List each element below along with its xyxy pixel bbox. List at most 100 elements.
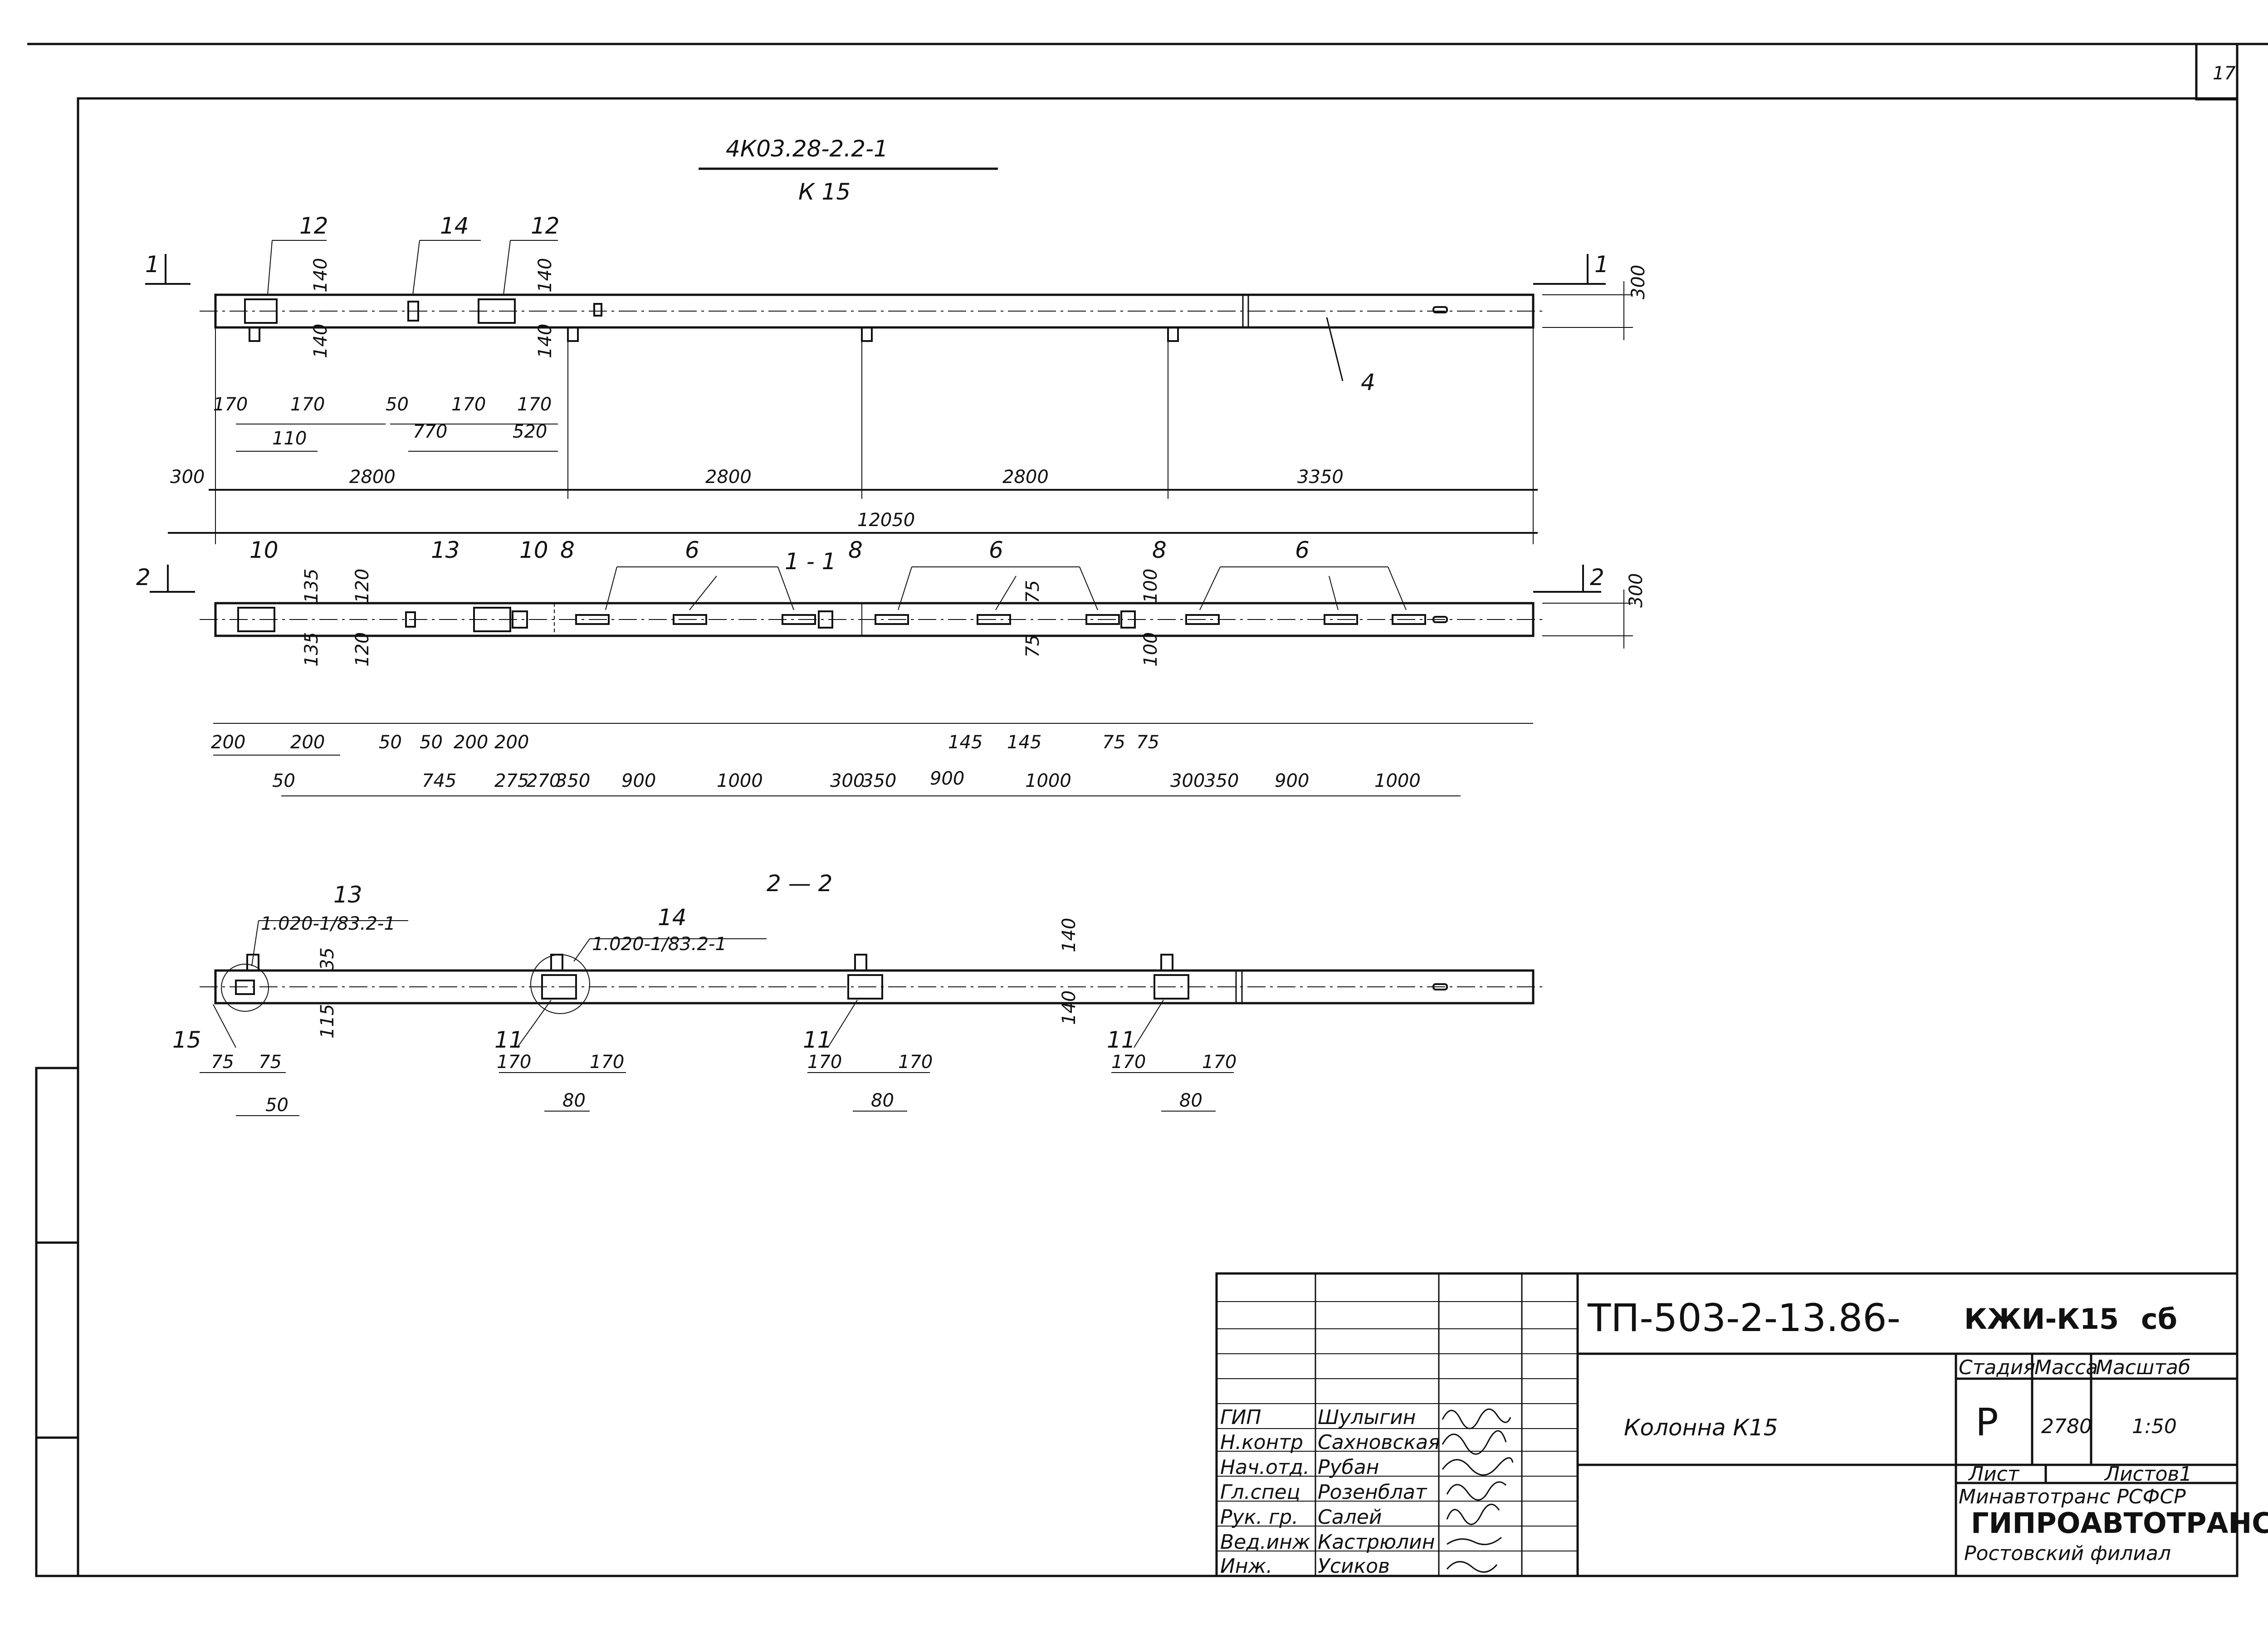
role-name: Розенблат — [1318, 1481, 1427, 1504]
drawing-code: ТП-503-2-13.86- — [1587, 1296, 1901, 1340]
dim: 12050 — [857, 510, 915, 531]
org-ministry: Минавтотранс РСФСР — [1959, 1485, 2186, 1508]
dim: 120 — [352, 632, 373, 667]
dim: 170 — [590, 1052, 624, 1073]
dim: 75 — [211, 1052, 234, 1073]
title-block — [1215, 1272, 2239, 1577]
dim: 145 — [948, 732, 982, 753]
pos-label: 15 — [172, 1027, 201, 1053]
dim: 2800 — [1002, 467, 1049, 488]
role-label: Нач.отд. — [1220, 1456, 1310, 1479]
role-name: Рубан — [1318, 1456, 1379, 1479]
role-name: Шулыгин — [1318, 1406, 1416, 1429]
dim: 300 — [1170, 771, 1205, 791]
dim: 170 — [497, 1052, 531, 1073]
role-label: Рук. гр. — [1220, 1506, 1298, 1529]
frame-border — [77, 97, 2239, 1577]
dim: 110 — [272, 428, 307, 449]
dim: 75 — [1102, 732, 1125, 753]
role-name: Салей — [1318, 1506, 1382, 1529]
dim: 50 — [386, 394, 409, 415]
mark-name: К 15 — [798, 179, 850, 205]
dim: 140 — [310, 258, 331, 293]
dim: 350 — [556, 771, 590, 791]
signatures — [1442, 1408, 1514, 1573]
dim: 350 — [862, 771, 896, 791]
dim: 200 — [290, 732, 325, 753]
sheet-number-box — [2195, 43, 2239, 101]
mass-header: Масса — [2034, 1356, 2098, 1379]
pos-label: 11 — [803, 1027, 832, 1053]
dim: 115 — [317, 1004, 338, 1039]
dim: 275 — [494, 771, 529, 791]
pos-label: 13 — [333, 882, 362, 908]
dim: 140 — [535, 258, 556, 293]
role-label: Н.контр — [1220, 1431, 1303, 1454]
dim: 300 — [170, 467, 205, 488]
dim: 900 — [621, 771, 656, 791]
dim: 300 — [1628, 265, 1649, 299]
pos-label: 14 — [440, 213, 469, 239]
section-mark: 2 — [1590, 564, 1604, 590]
dim: 1000 — [1374, 771, 1421, 791]
note: 1.020-1/83.2-1 — [592, 934, 727, 955]
dim: 75 — [1136, 732, 1159, 753]
section-mark: 1 — [145, 251, 160, 278]
role-label: Вед.инж — [1220, 1531, 1310, 1554]
dim: 1000 — [1025, 771, 1071, 791]
mark-code: 4К03.28-2.2-1 — [726, 136, 888, 162]
pos-label: 13 — [431, 537, 460, 563]
dim: 50 — [420, 732, 443, 753]
dim: 50 — [265, 1095, 288, 1116]
dim: 3350 — [1297, 467, 1344, 488]
section-2-2 — [200, 920, 1542, 1116]
dim: 2800 — [349, 467, 396, 488]
role-label: ГИП — [1220, 1406, 1261, 1429]
pos-label: 8 — [848, 537, 863, 563]
column-elevation — [145, 240, 1633, 544]
dim: 75 — [259, 1052, 282, 1073]
sheets-label: Листов1 — [2104, 1463, 2192, 1486]
dim: 170 — [1111, 1052, 1146, 1073]
pos-label: 11 — [494, 1027, 523, 1053]
dim: 135 — [301, 632, 322, 667]
dim: 50 — [272, 771, 295, 791]
pos-label: 10 — [249, 537, 279, 563]
section-title: 1 - 1 — [785, 548, 836, 575]
binding-strip — [35, 1067, 79, 1577]
stage-header: Стадия — [1959, 1356, 2035, 1379]
role-name: Кастрюлин — [1318, 1531, 1435, 1554]
dim: 900 — [1275, 771, 1309, 791]
pos-label: 6 — [989, 537, 1003, 563]
dim: 2800 — [705, 467, 752, 488]
dim: 350 — [1204, 771, 1239, 791]
org-branch: Ростовский филиал — [1964, 1542, 2171, 1565]
pos-label: 12 — [531, 213, 560, 239]
role-name: Сахновская — [1318, 1431, 1440, 1454]
note: 1.020-1/83.2-1 — [261, 913, 396, 934]
dim: 140 — [535, 324, 556, 358]
dim: 80 — [1179, 1090, 1202, 1111]
pos-label: 8 — [1152, 537, 1167, 563]
dim: 170 — [807, 1052, 842, 1073]
pos-label: 6 — [1295, 537, 1310, 563]
drawing-code-suffix: КЖИ-К15 — [1964, 1302, 2119, 1336]
dim: 300 — [1626, 573, 1647, 608]
pos-label: 4 — [1361, 369, 1375, 395]
section-mark: 1 — [1594, 251, 1609, 278]
pos-label: 12 — [299, 213, 328, 239]
dim: 770 — [413, 421, 447, 442]
dim: 200 — [494, 732, 529, 753]
role-label: Инж. — [1220, 1555, 1272, 1578]
role-label: Гл.спец — [1220, 1481, 1300, 1504]
dim: 170 — [517, 394, 552, 415]
dim: 170 — [898, 1052, 933, 1073]
pos-label: 11 — [1107, 1027, 1136, 1053]
drawing-name: Колонна К15 — [1624, 1415, 1778, 1441]
section-mark: 2 — [136, 564, 151, 590]
dim: 300 — [830, 771, 865, 791]
dim: 140 — [1059, 990, 1080, 1025]
dim: 170 — [290, 394, 325, 415]
dim: 170 — [1202, 1052, 1237, 1073]
